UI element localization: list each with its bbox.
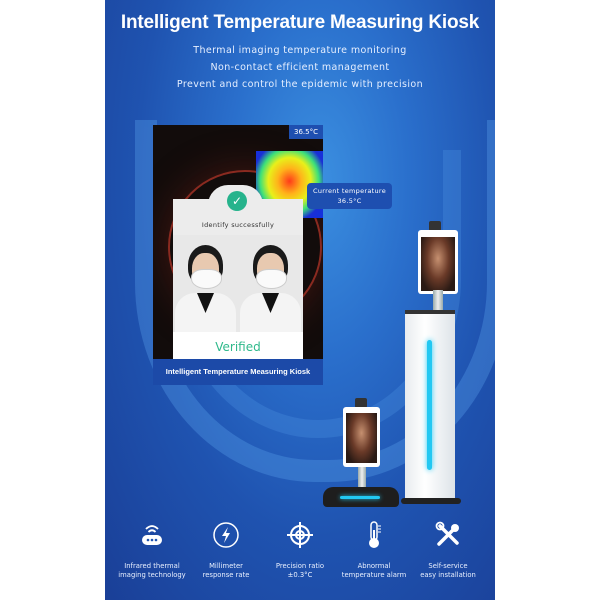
subtitle-line-3: Prevent and control the epidemic with pr…: [176, 79, 424, 90]
current-temperature-callout: Current temperature 36.5°C: [307, 183, 393, 209]
tools-icon: [412, 520, 484, 550]
temperature-badge: 36.5°C: [289, 125, 323, 139]
feature-item: Precision ratio±0.3°C: [264, 520, 336, 580]
current-temperature-value: 36.5°C: [337, 197, 362, 205]
verified-label: Verified: [173, 332, 303, 362]
check-icon: ✓: [227, 191, 247, 211]
subtitle-line-1: Thermal imaging temperature monitoring: [193, 45, 407, 56]
current-temperature-label: Current temperature: [313, 187, 387, 195]
screen-footer-title: Intelligent Temperature Measuring Kiosk: [153, 359, 323, 385]
camera-icon: [355, 398, 367, 408]
kiosk-screen-mockup: 36.5°C ✓ Identify successfully Verified …: [153, 125, 323, 385]
subtitle-line-2: Non-contact efficient management: [210, 62, 390, 73]
face-photos: [173, 235, 303, 340]
lightning-icon: [190, 520, 262, 550]
face-photo-1: [173, 235, 238, 340]
promo-panel: Intelligent Temperature Measuring Kiosk …: [105, 0, 495, 600]
thermometer-icon: [338, 520, 410, 550]
crosshair-icon: [264, 520, 336, 550]
camera-icon: [429, 221, 441, 231]
face-photo-2: [238, 235, 303, 340]
wifi-router-icon: [116, 520, 188, 550]
page-title: Intelligent Temperature Measuring Kiosk: [120, 12, 480, 33]
identify-status-text: Identify successfully: [201, 221, 275, 229]
led-light-strip: [427, 340, 432, 470]
led-light-strip: [340, 496, 380, 499]
